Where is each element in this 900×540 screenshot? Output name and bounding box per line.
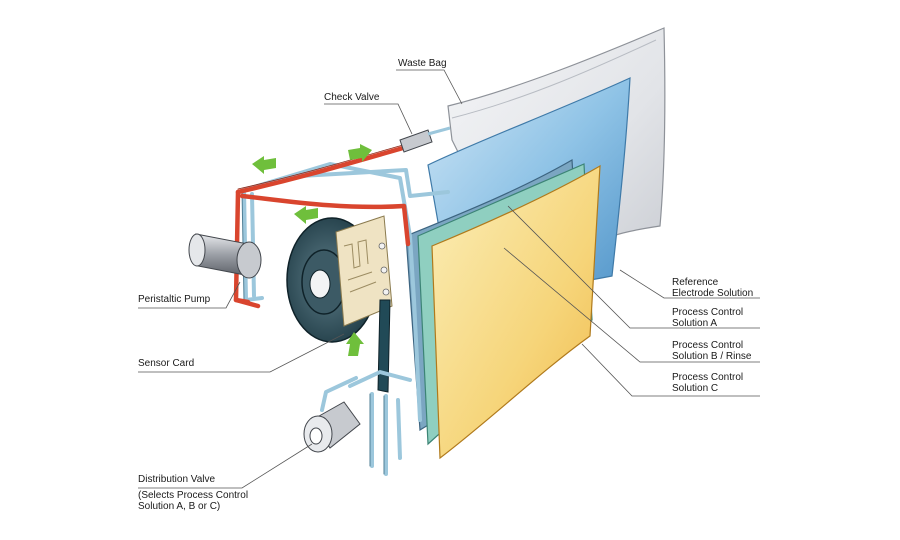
pump-end-cap bbox=[236, 241, 262, 279]
check-valve-label: Check Valve bbox=[324, 92, 380, 103]
pump-end-face bbox=[188, 233, 206, 267]
reference-solution-label-line1: Reference bbox=[672, 277, 719, 288]
waste-bag-label: Waste Bag bbox=[398, 58, 447, 69]
sensor-contact-icon bbox=[378, 242, 386, 250]
distribution-valve-port bbox=[309, 427, 323, 445]
solution-c-label-line1: Process Control bbox=[672, 372, 744, 383]
check-valve bbox=[399, 129, 433, 153]
reference-solution-label-line2: Electrode Solution bbox=[672, 288, 754, 299]
leader-lines bbox=[138, 69, 760, 489]
sensor-card bbox=[335, 215, 393, 327]
sensor-contact-icon bbox=[382, 288, 390, 296]
sensor-card-label: Sensor Card bbox=[138, 358, 195, 369]
solution-b-label-line1: Process Control bbox=[672, 340, 744, 351]
peristaltic-pump-label: Peristaltic Pump bbox=[138, 294, 211, 305]
distribution-valve-note-line2: Solution A, B or C) bbox=[138, 501, 221, 512]
sensor-contact-icon bbox=[380, 266, 388, 274]
red-tubing bbox=[233, 143, 413, 309]
sensor-card-traces bbox=[343, 239, 377, 293]
solution-c-label-line2: Solution C bbox=[672, 383, 719, 394]
solution-a-label-line2: Solution A bbox=[672, 318, 718, 329]
distribution-valve-note-line1: (Selects Process Control bbox=[138, 490, 249, 501]
solution-c-bag bbox=[431, 164, 601, 460]
rotor-hub bbox=[309, 269, 331, 299]
waste-bag-seam bbox=[451, 39, 657, 119]
distribution-valve-label: Distribution Valve bbox=[138, 474, 216, 485]
dark-supply-pipe bbox=[377, 299, 391, 393]
red-tubing-outline bbox=[237, 142, 411, 190]
solution-b-label-line2: Solution B / Rinse bbox=[672, 351, 752, 362]
solution-a-label-line1: Process Control bbox=[672, 307, 744, 318]
check-valve-tube bbox=[427, 126, 451, 136]
flow-arrow-icon bbox=[252, 144, 372, 356]
